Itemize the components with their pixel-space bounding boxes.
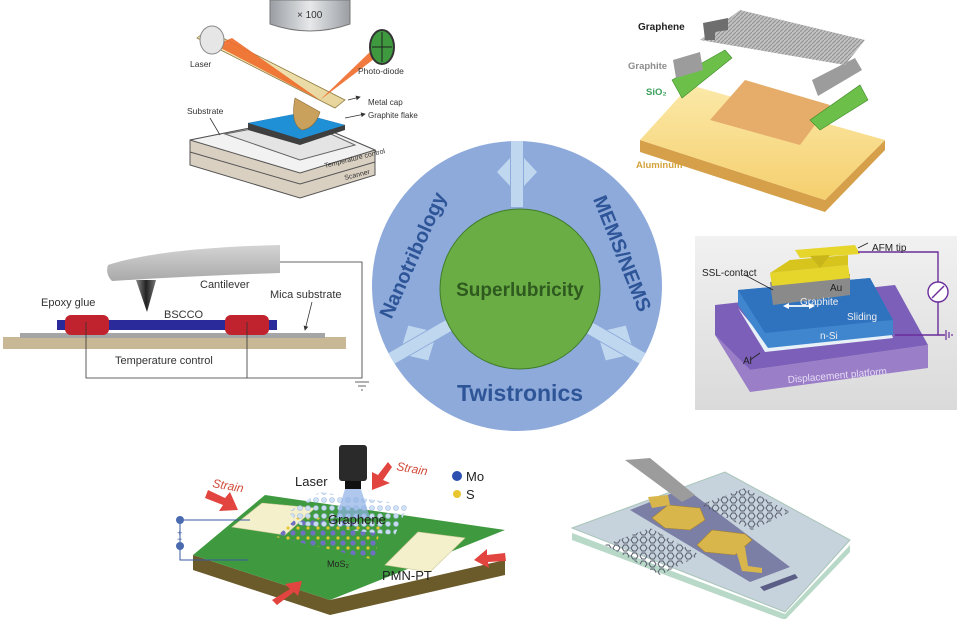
label-al: Al [743, 356, 752, 367]
objective-label: × 100 [297, 10, 323, 21]
label-mo: Mo [466, 469, 484, 484]
arrow-top [497, 141, 537, 207]
panel-strain-device: Strain Laser Strain Mo S Graphene MoS₂ P… [176, 445, 506, 615]
label-laser: Laser [295, 474, 328, 489]
terminal-plus [176, 516, 184, 524]
label-plus: + [177, 528, 182, 538]
laser-source [199, 25, 225, 55]
circuit-wires [85, 261, 363, 379]
laser-head [339, 445, 367, 481]
label-cantilever: Cantilever [200, 279, 250, 291]
electrode-right [384, 531, 466, 573]
label-laser: Laser [190, 59, 211, 69]
objective-lens [269, 0, 351, 32]
epoxy-glue-left [65, 315, 109, 335]
label-s: S [466, 487, 475, 502]
panel-bscco: Cantilever Epoxy glue BSCCO Mica substra… [3, 245, 369, 391]
panel-mems-device [570, 458, 851, 619]
label-temperature-control: Temperature control [115, 355, 213, 367]
label-au: Au [830, 283, 842, 294]
label-pmn-pt: PMN-PT [382, 568, 432, 583]
label-metal-cap: Metal cap [368, 98, 403, 107]
graphene-pattern-right [700, 488, 790, 530]
core-label: Superlubricity [456, 280, 584, 301]
center-pad [710, 80, 830, 145]
mica-substrate [20, 333, 325, 338]
panel-graphene-device: Graphene Graphite SiO₂ Aluminum [628, 10, 885, 212]
reflected-beam [320, 50, 378, 100]
label-aluminum: Aluminum [636, 160, 682, 171]
gold-lead-left [648, 495, 670, 508]
voltage-circuit [179, 519, 250, 561]
graphene-sheet [700, 10, 865, 65]
terminal-minus [176, 542, 184, 550]
cantilever [107, 245, 280, 281]
laser-beam [215, 38, 320, 100]
pmn-pt-base-side [193, 555, 505, 615]
au-layer [770, 265, 850, 286]
temperature-layer [189, 151, 376, 185]
strain-arrow-right [474, 549, 506, 568]
mems-cantilever [625, 458, 695, 502]
aluminum-base [640, 85, 885, 200]
label-afm-tip: AFM tip [872, 243, 907, 254]
label-graphite-flake: Graphite flake [368, 111, 418, 120]
label-strain-right: Strain [395, 459, 429, 478]
laser-beam [336, 489, 370, 518]
al-layer [738, 308, 893, 352]
label-graphene: Graphene [638, 22, 685, 33]
label-sliding: Sliding [847, 312, 877, 323]
ground-symbol [355, 381, 369, 391]
sio2-block-right [809, 84, 869, 131]
afm-tip-cantilever [795, 245, 860, 258]
label-sio2: SiO₂ [646, 87, 667, 98]
graphite-block-right [812, 58, 862, 96]
label-mos2: MoS₂ [327, 559, 350, 569]
graphite-flake [248, 113, 345, 139]
legend-mo-dot [452, 471, 462, 481]
label-epoxy-glue: Epoxy glue [41, 297, 95, 309]
arrow-bottom-left [388, 320, 452, 364]
label-photo-diode: Photo-diode [358, 66, 404, 76]
metal-cap-tip [293, 97, 321, 131]
label-bscco: BSCCO [164, 309, 204, 321]
ring-label-twistronics: Twistronics [457, 380, 583, 406]
strain-arrow-bottom [272, 581, 302, 605]
label-substrate: Substrate [187, 106, 224, 116]
au-top [770, 255, 848, 273]
afm-tip [136, 280, 156, 312]
laser-head-tip [345, 481, 361, 489]
panel-ssl-contact: AFM tip SSL-contact Au Graphite Sliding … [695, 236, 957, 410]
gold-lead [735, 547, 762, 573]
bscco-strip [57, 320, 277, 330]
panel-afm-setup: × 100 Laser Photo-diode Metal cap Graphi… [187, 0, 418, 199]
center-hub: Superlubricity Nanotribology MEMS/NEMS T… [372, 141, 662, 431]
displacement-platform-side [715, 335, 928, 392]
label-graphene: Graphene [328, 512, 386, 527]
temperature-control-plate [3, 337, 346, 349]
label-minus: − [177, 534, 182, 544]
label-graphite: Graphite [800, 297, 839, 308]
graphene-pattern-left [605, 528, 700, 575]
legend-s-dot [453, 490, 461, 498]
core-circle [439, 208, 601, 370]
label-n-si: n-Si [820, 331, 838, 342]
contact-bar [760, 574, 798, 591]
graphene-notch [703, 18, 728, 40]
label-strain-left: Strain [211, 476, 245, 495]
graphite-block-left [673, 52, 703, 78]
label-ssl-contact: SSL-contact [702, 268, 757, 279]
strain-arrow-left [205, 490, 238, 511]
label-mica-substrate: Mica substrate [270, 289, 342, 301]
arrow-bottom-right [582, 320, 646, 364]
afm-tip-pyramid [810, 255, 830, 268]
ground-symbol [945, 330, 953, 340]
sio2-block-left [671, 49, 733, 99]
label-graphite: Graphite [628, 61, 667, 72]
strain-arrow-top-right [372, 462, 392, 490]
